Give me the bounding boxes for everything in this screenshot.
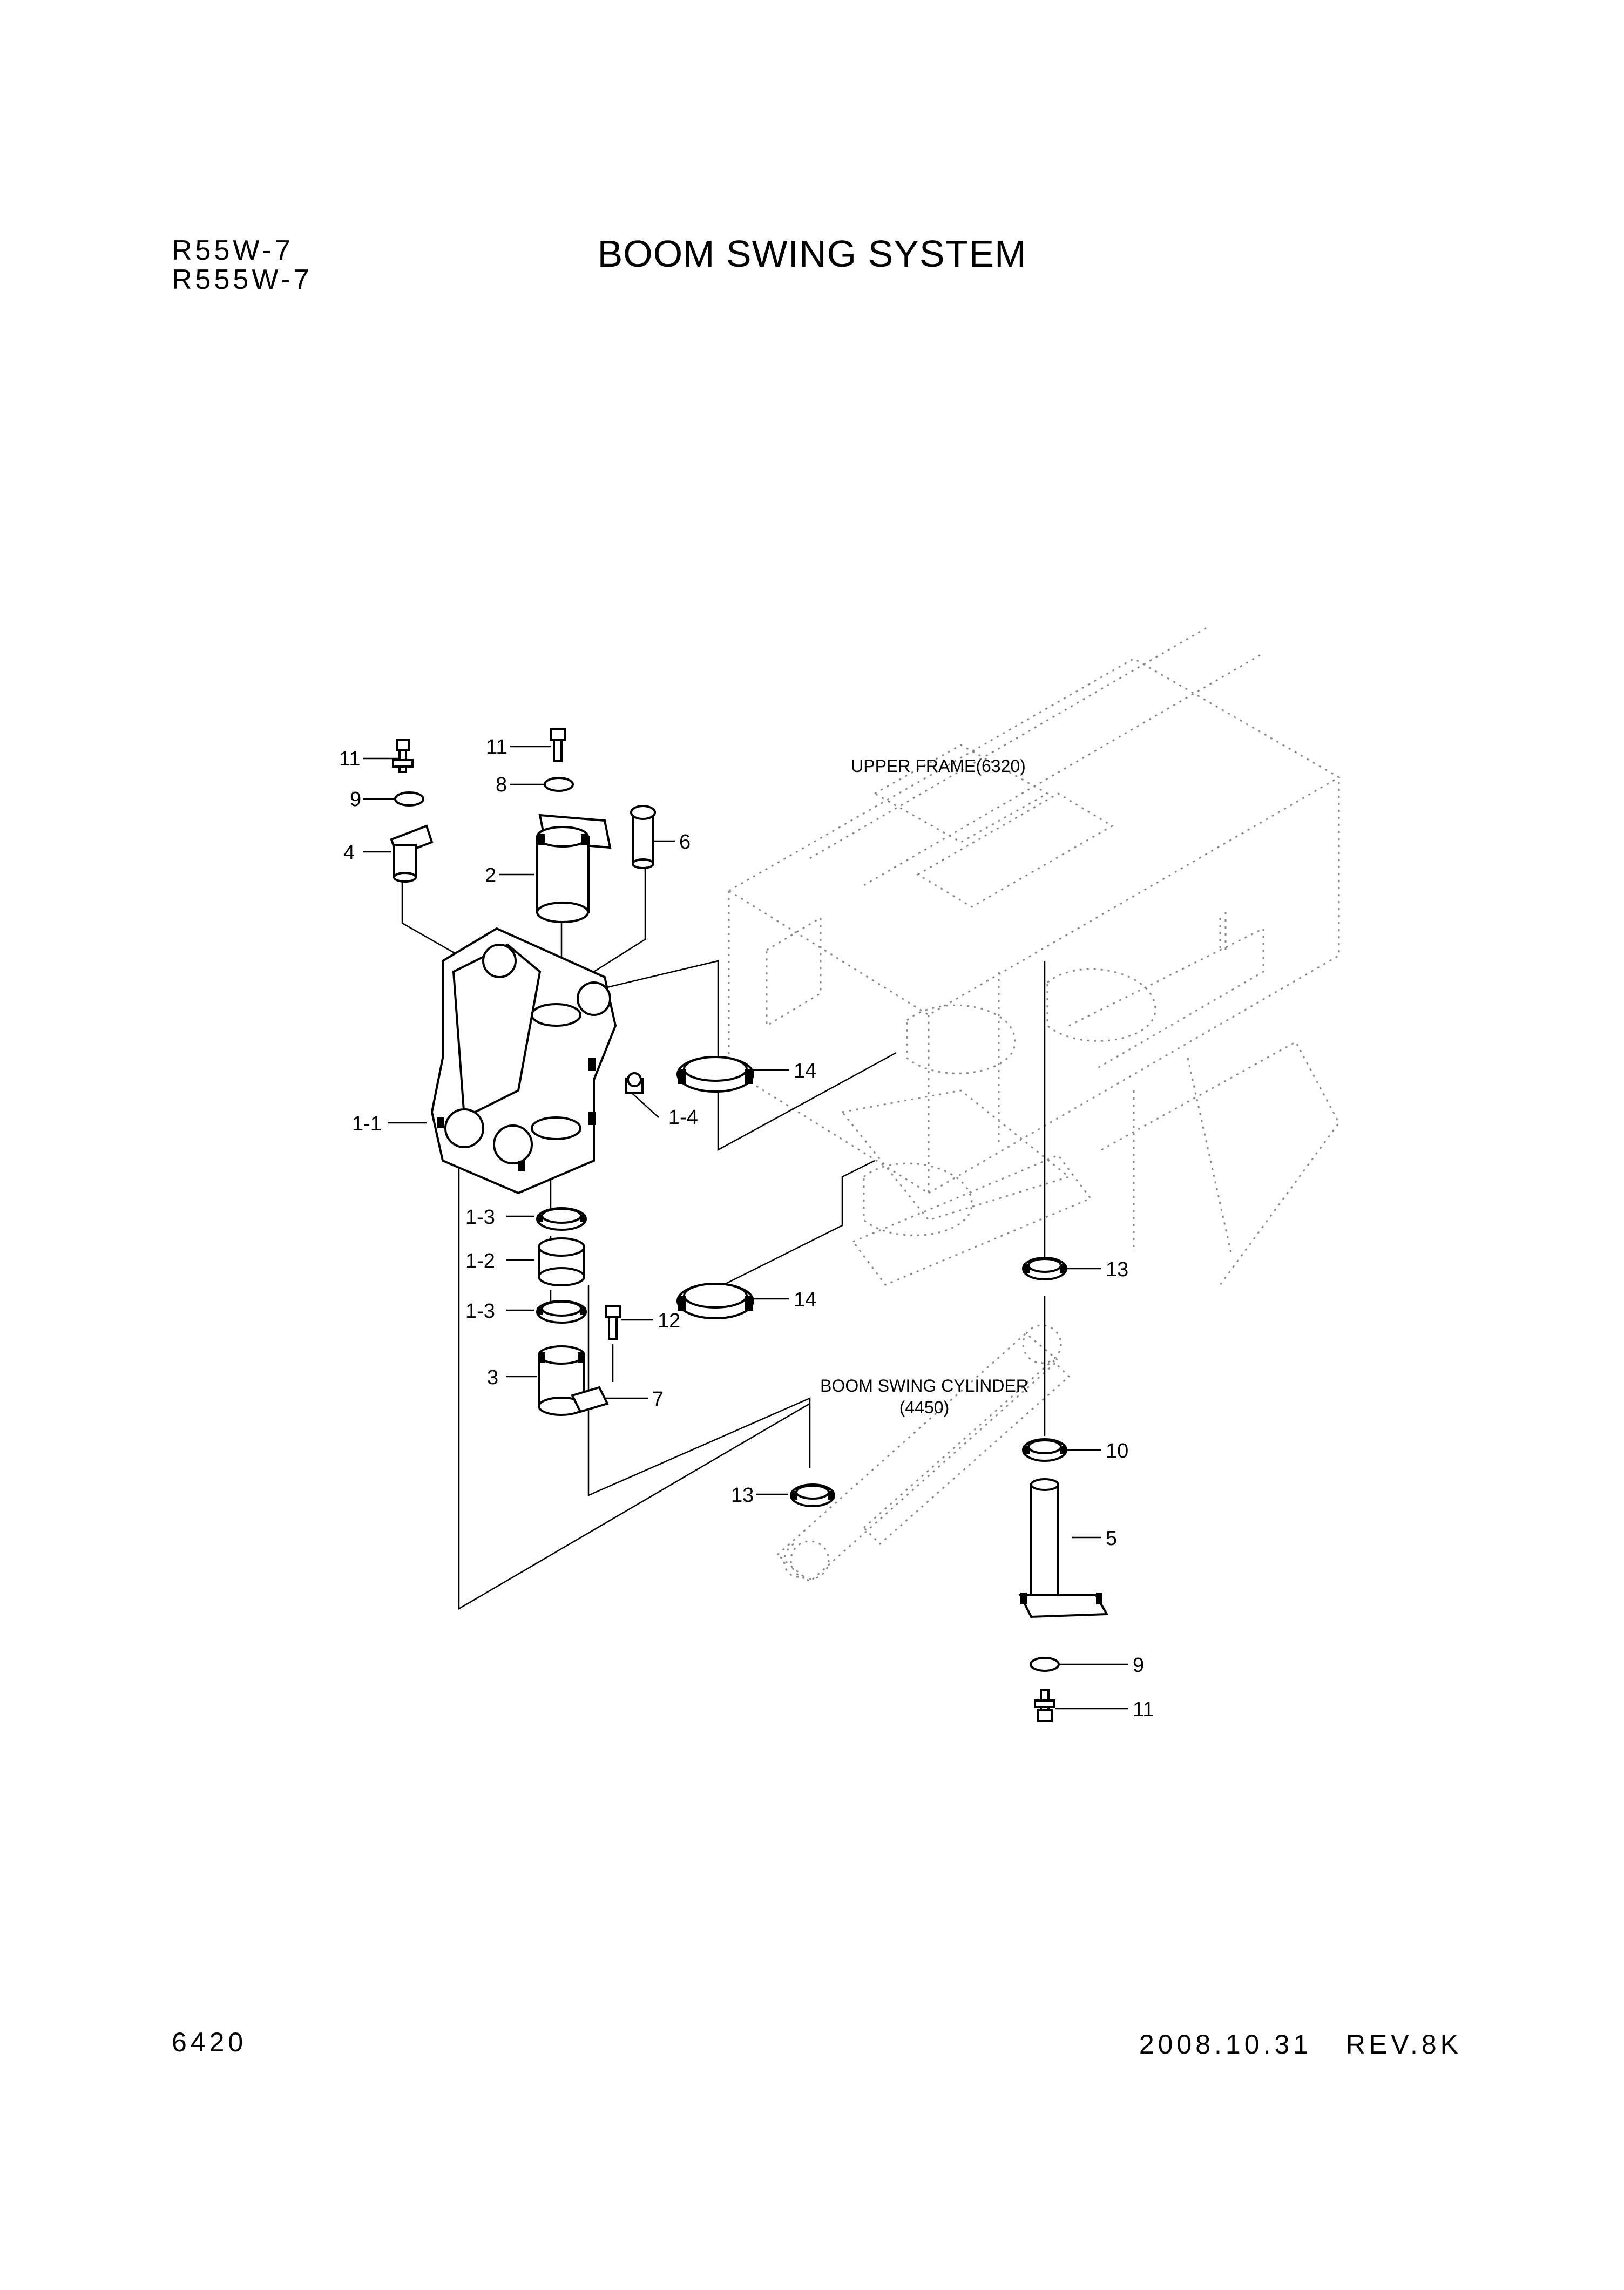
part-7-plate: [571, 1386, 609, 1413]
callout-10: 10: [1106, 1440, 1128, 1462]
part-1-1-bracket: [430, 927, 617, 1195]
part-1-4-fitting: [625, 1072, 644, 1094]
callout-11-left: 11: [339, 748, 360, 770]
part-10-washer: [1022, 1438, 1067, 1462]
part-11-bolt-left: [392, 739, 414, 773]
part-9-washer-left: [394, 791, 424, 807]
callout-5: 5: [1106, 1527, 1117, 1550]
callout-8: 8: [496, 774, 507, 796]
cylinder-label: BOOM SWING CYLINDER: [820, 1376, 1028, 1395]
model-code-2: R555W-7: [172, 264, 313, 295]
part-1-3-ring-lower: [536, 1300, 587, 1324]
cylinder-part-number: (4450): [899, 1398, 950, 1417]
part-3-bushing: [538, 1345, 585, 1416]
part-1-3-ring-upper: [536, 1207, 587, 1231]
callout-7: 7: [652, 1388, 664, 1411]
part-13-seal-lower: [790, 1483, 835, 1507]
callout-12: 12: [658, 1310, 680, 1332]
callout-labels: 11 9 4 11 8 2 6 14 1-4 1-1 1-3 1-2 1-3 1…: [339, 736, 1154, 1721]
part-6-pin: [630, 805, 656, 869]
callout-13-lower: 13: [731, 1484, 754, 1507]
callout-4: 4: [343, 842, 355, 864]
callout-9-left: 9: [350, 788, 361, 811]
callout-9-right: 9: [1133, 1654, 1144, 1677]
upper-frame-phantom: [727, 625, 1341, 1583]
date-revision: 2008.10.31 REV.8K: [1139, 2029, 1462, 2059]
part-13-seal-upper: [1022, 1257, 1067, 1280]
part-1-2-bushing: [538, 1237, 585, 1286]
part-12-bolt: [605, 1305, 621, 1340]
part-14-seal-lower: [676, 1283, 754, 1319]
callout-1-2: 1-2: [465, 1250, 495, 1272]
part-14-seal-upper: [676, 1056, 754, 1093]
callout-2: 2: [485, 864, 496, 887]
page-title: BOOM SWING SYSTEM: [597, 233, 1027, 275]
callout-1-3-lower: 1-3: [465, 1300, 495, 1323]
callout-11-center: 11: [486, 736, 507, 758]
callout-13-upper: 13: [1106, 1258, 1128, 1281]
callout-1-1: 1-1: [352, 1113, 382, 1135]
part-2-bushing-plate: [536, 814, 612, 923]
callout-3: 3: [487, 1366, 498, 1389]
part-4-pin: [390, 824, 434, 883]
page-number: 6420: [172, 2027, 247, 2057]
callout-1-4: 1-4: [668, 1106, 698, 1129]
callout-11-right: 11: [1133, 1698, 1154, 1721]
part-11-bolt-center: [550, 728, 566, 762]
upper-frame-label: UPPER FRAME(6320): [851, 756, 1026, 776]
part-5-pin: [1018, 1478, 1109, 1618]
callout-14-lower: 14: [794, 1289, 816, 1311]
callout-1-3-upper: 1-3: [465, 1206, 495, 1229]
part-11-bolt-right: [1034, 1689, 1055, 1722]
part-9-washer-right: [1030, 1657, 1060, 1672]
callout-6: 6: [679, 831, 691, 853]
part-8-washer: [544, 777, 574, 792]
leader-lines: [363, 746, 1128, 1710]
callout-14-upper: 14: [794, 1060, 816, 1082]
model-code-1: R55W-7: [172, 235, 294, 266]
